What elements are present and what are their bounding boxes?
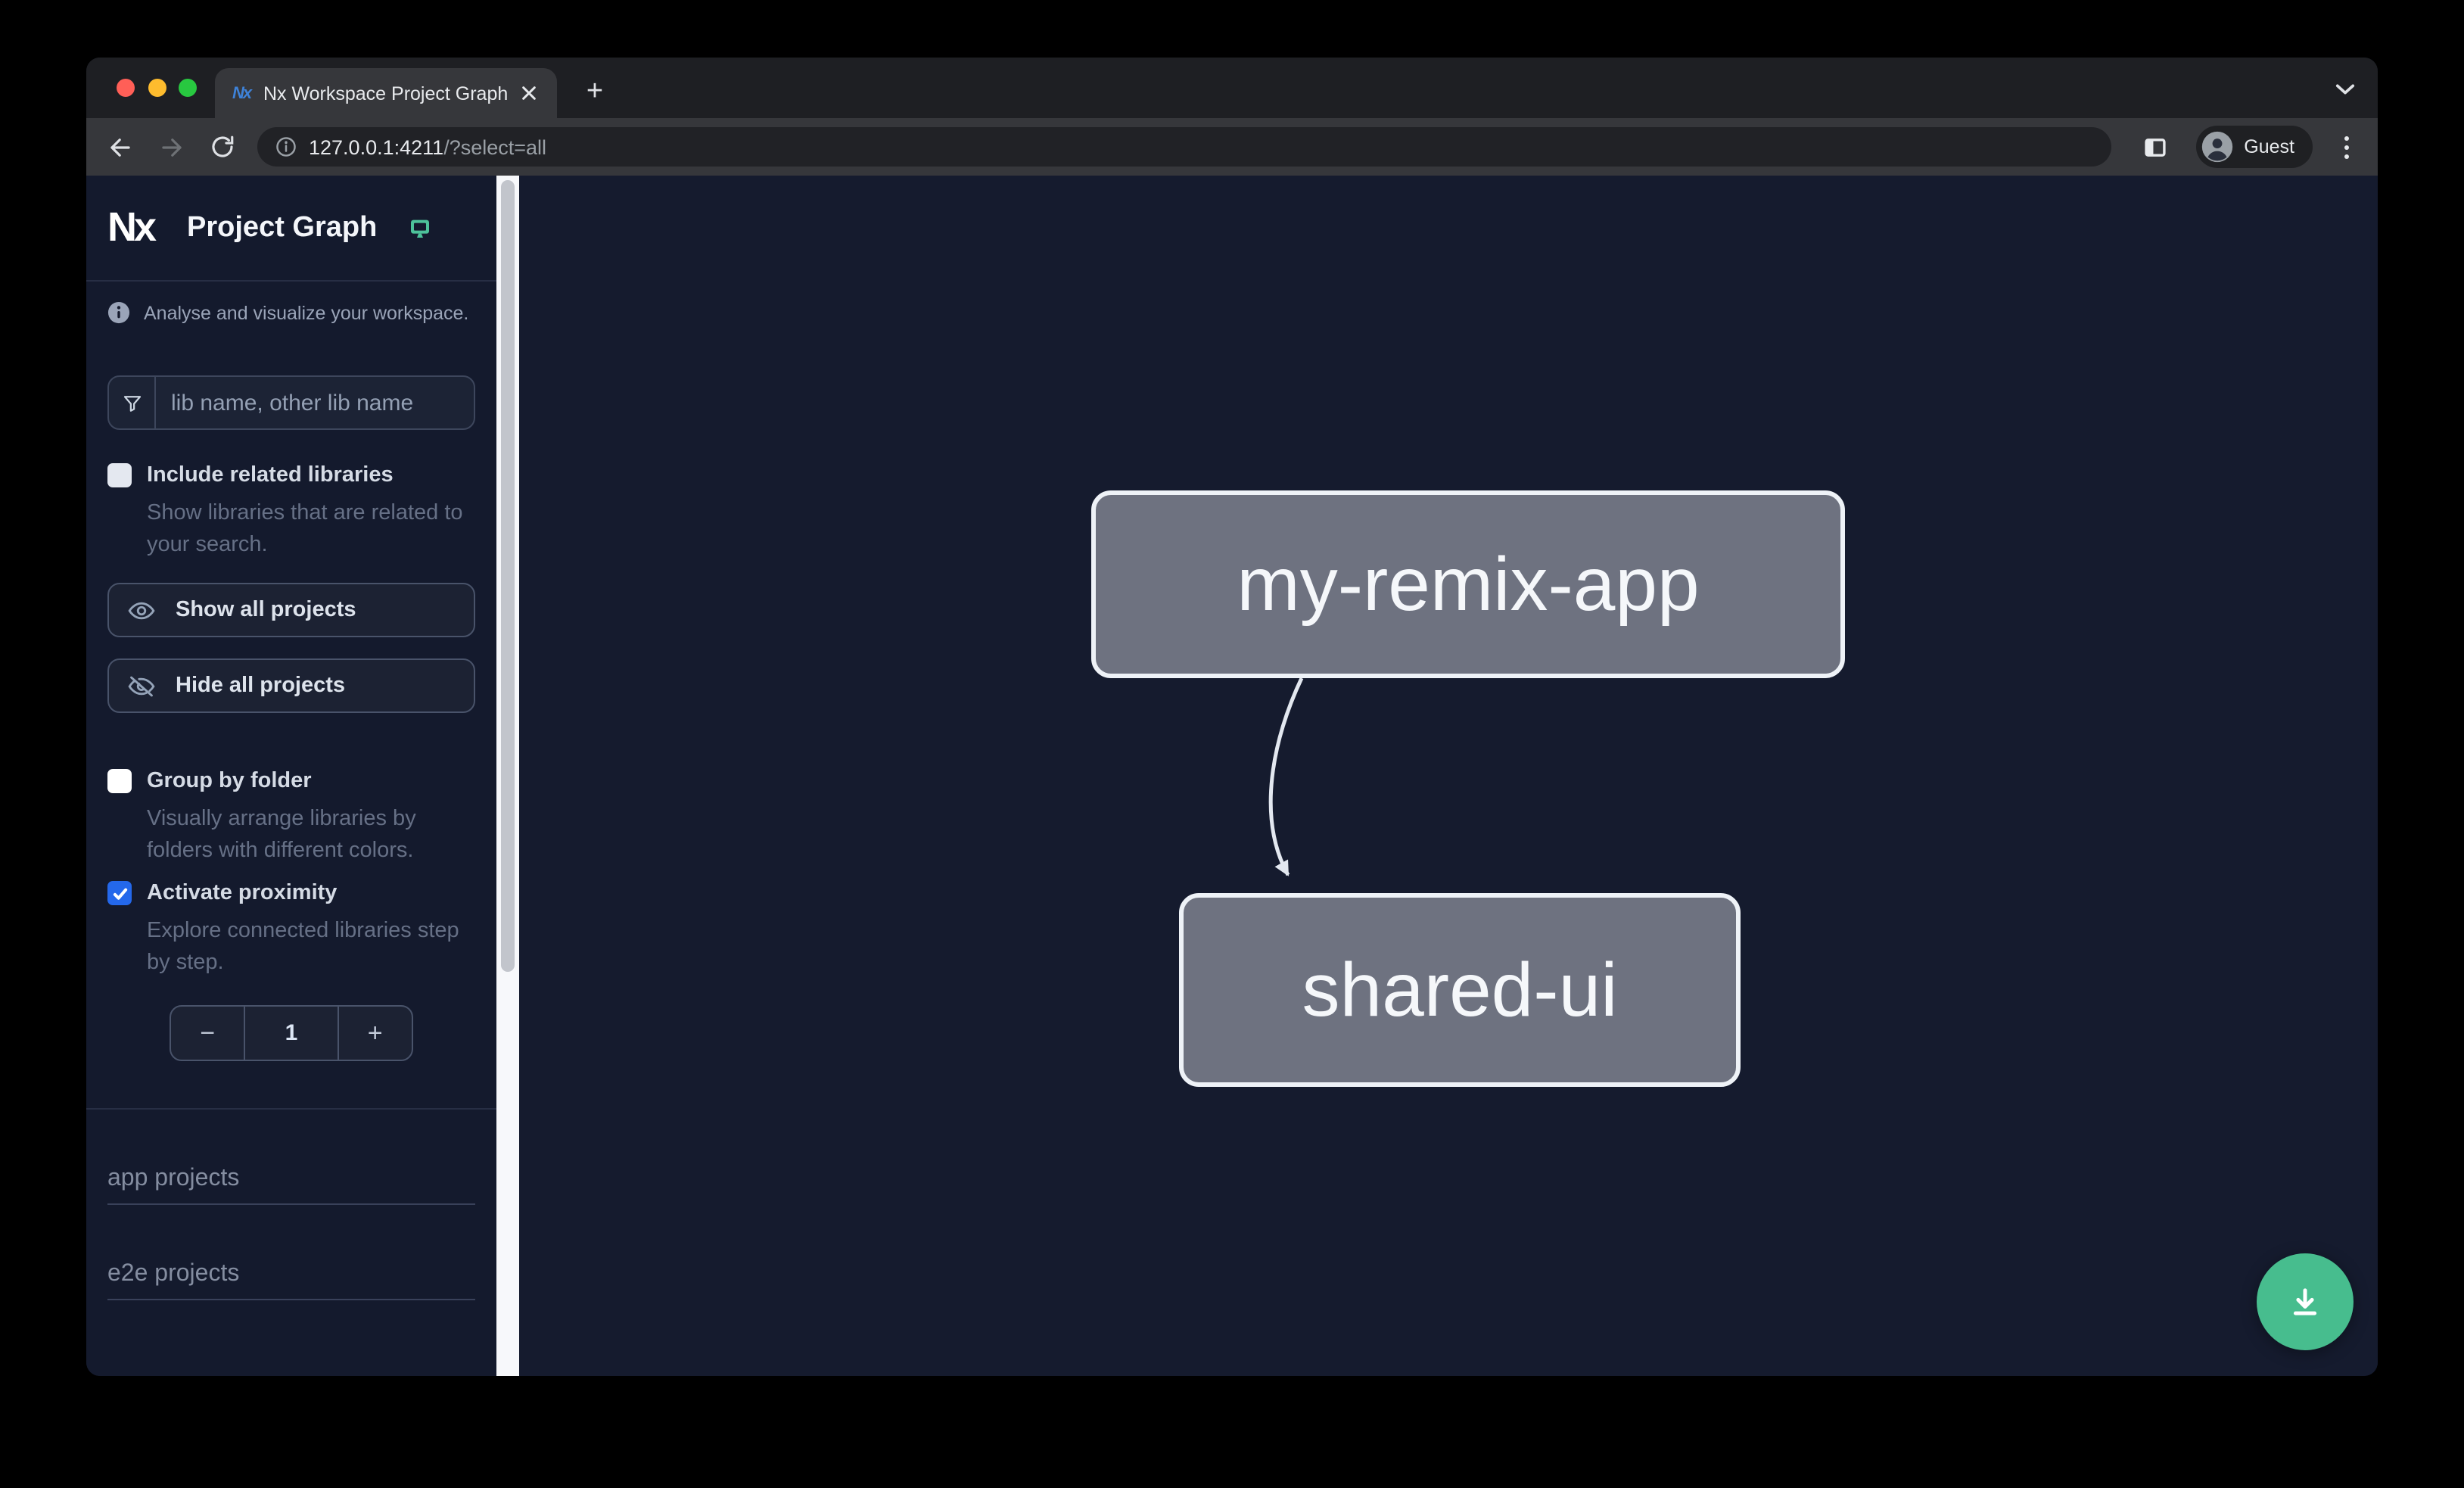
tab-strip: Nx Nx Workspace Project Graph + <box>86 58 2378 118</box>
option-include-related: Include related libraries Show libraries… <box>107 462 475 562</box>
option-label[interactable]: Include related libraries <box>147 463 394 487</box>
tagline: Analyse and visualize your workspace. <box>144 302 469 323</box>
hide-all-projects-button[interactable]: Hide all projects <box>107 658 475 713</box>
project-section-e2e: e2e projects <box>107 1205 475 1300</box>
browser-toolbar: 127.0.0.1:4211/?select=all Guest <box>86 118 2378 176</box>
option-description: Show libraries that are related to your … <box>147 501 463 557</box>
tab-close-icon[interactable] <box>516 80 542 106</box>
group-by-folder-checkbox[interactable] <box>107 769 132 793</box>
url-path: /?select=all <box>443 135 547 158</box>
nx-favicon-icon: Nx <box>232 84 252 102</box>
eye-off-icon <box>128 675 155 696</box>
option-description: Explore connected libraries step by step… <box>147 919 459 975</box>
dependency-edge <box>1268 677 1304 876</box>
browser-window: Nx Nx Workspace Project Graph + <box>86 58 2378 1376</box>
browser-tab[interactable]: Nx Nx Workspace Project Graph <box>215 68 557 118</box>
monitor-icon[interactable] <box>407 216 433 240</box>
browser-menu-icon[interactable] <box>2332 135 2360 158</box>
filter-input[interactable] <box>156 377 474 428</box>
check-icon <box>112 887 127 899</box>
tagline-row: Analyse and visualize your workspace. <box>107 301 475 324</box>
graph-canvas[interactable]: my-remix-app shared-ui <box>519 176 2378 1376</box>
tab-search-chevron-icon[interactable] <box>2335 76 2355 103</box>
avatar-icon <box>2201 131 2232 163</box>
profile-label: Guest <box>2244 136 2294 157</box>
reload-button[interactable] <box>203 127 242 167</box>
site-info-icon <box>276 137 296 157</box>
option-description: Visually arrange libraries by folders wi… <box>147 807 416 863</box>
button-label: Hide all projects <box>176 674 346 698</box>
option-label[interactable]: Activate proximity <box>147 881 338 905</box>
info-icon <box>107 301 130 324</box>
project-section-app: app projects <box>107 1110 475 1205</box>
increment-button[interactable]: + <box>367 1018 383 1047</box>
back-button[interactable] <box>100 127 139 167</box>
page-title: Project Graph <box>187 211 378 243</box>
side-panel-icon[interactable] <box>2135 127 2174 167</box>
close-window-button[interactable] <box>117 79 135 97</box>
nx-logo: Nx <box>107 204 157 250</box>
option-label[interactable]: Group by folder <box>147 769 312 793</box>
window-controls <box>86 58 197 118</box>
activate-proximity-checkbox[interactable] <box>107 881 132 905</box>
filter-box <box>107 375 475 430</box>
section-header[interactable]: e2e projects <box>107 1205 475 1300</box>
address-bar[interactable]: 127.0.0.1:4211/?select=all <box>257 127 2111 167</box>
show-all-projects-button[interactable]: Show all projects <box>107 583 475 637</box>
funnel-icon <box>109 377 156 428</box>
graph-node[interactable]: shared-ui <box>1179 893 1741 1087</box>
decrement-button[interactable]: − <box>200 1018 216 1047</box>
sidebar: Nx Project Graph Analyse and visualize y… <box>86 176 496 1376</box>
eye-icon <box>128 601 155 619</box>
option-group-by-folder: Group by folder Visually arrange librari… <box>107 767 475 867</box>
download-icon <box>2293 1288 2317 1315</box>
option-activate-proximity: Activate proximity Explore connected lib… <box>107 879 475 979</box>
graph-node[interactable]: my-remix-app <box>1091 490 1845 678</box>
new-tab-button[interactable]: + <box>586 76 604 107</box>
proximity-depth-stepper: − 1 + <box>170 1005 413 1061</box>
sidebar-scrollbar[interactable] <box>496 176 519 1376</box>
section-header[interactable]: app projects <box>107 1110 475 1205</box>
content-area: Nx Project Graph Analyse and visualize y… <box>86 176 2378 1376</box>
url-text: 127.0.0.1:4211/?select=all <box>309 135 546 158</box>
tab-title: Nx Workspace Project Graph <box>263 82 509 104</box>
include-related-checkbox[interactable] <box>107 463 132 487</box>
profile-button[interactable]: Guest <box>2195 126 2313 168</box>
zoom-window-button[interactable] <box>179 79 197 97</box>
minimize-window-button[interactable] <box>148 79 166 97</box>
url-host: 127.0.0.1:4211 <box>309 135 444 158</box>
button-label: Show all projects <box>176 598 356 622</box>
download-image-button[interactable] <box>2257 1253 2354 1350</box>
scrollbar-thumb[interactable] <box>501 180 515 972</box>
forward-button[interactable] <box>151 127 191 167</box>
divider <box>86 1108 496 1110</box>
depth-value: 1 <box>244 1007 339 1060</box>
sidebar-header: Nx Project Graph <box>86 176 496 282</box>
